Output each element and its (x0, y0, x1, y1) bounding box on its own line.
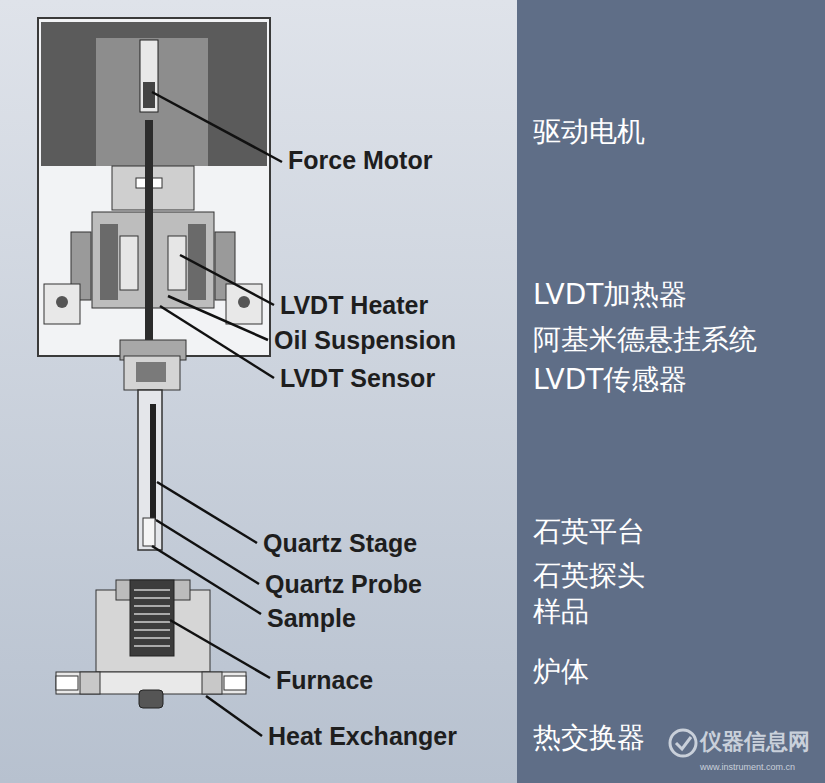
part-name-zh: 热交换器 (533, 719, 645, 757)
watermark-icon (670, 730, 696, 756)
part-name: Heat Exchanger (268, 722, 457, 751)
part-name: LVDT Heater (280, 291, 428, 320)
part-name-zh: 样品 (533, 593, 589, 631)
left-panel (0, 0, 517, 783)
part-name: LVDT Sensor (280, 364, 435, 393)
furnace (56, 580, 246, 708)
tma-head (38, 18, 270, 390)
part-name: Quartz Stage (263, 529, 417, 558)
right-panel (517, 0, 825, 783)
part-name-zh: 驱动电机 (533, 113, 645, 151)
part-name-zh: LVDT加热器 (533, 276, 687, 314)
part-name: Force Motor (288, 146, 432, 175)
part-name-zh: 炉体 (533, 653, 589, 691)
watermark: 仪器信息网 (700, 727, 810, 757)
leader-lines (152, 92, 282, 736)
part-name: Furnace (276, 666, 373, 695)
part-name-zh: 阿基米德悬挂系统 (533, 321, 757, 359)
part-name: Oil Suspension (274, 326, 456, 355)
part-name: Sample (267, 604, 356, 633)
quartz-probe (138, 390, 162, 550)
part-name: Quartz Probe (265, 570, 422, 599)
watermark: www.instrument.com.cn (700, 762, 795, 772)
part-name-zh: 石英平台 (533, 513, 645, 551)
part-name-zh: LVDT传感器 (533, 361, 687, 399)
part-name-zh: 石英探头 (533, 557, 645, 595)
